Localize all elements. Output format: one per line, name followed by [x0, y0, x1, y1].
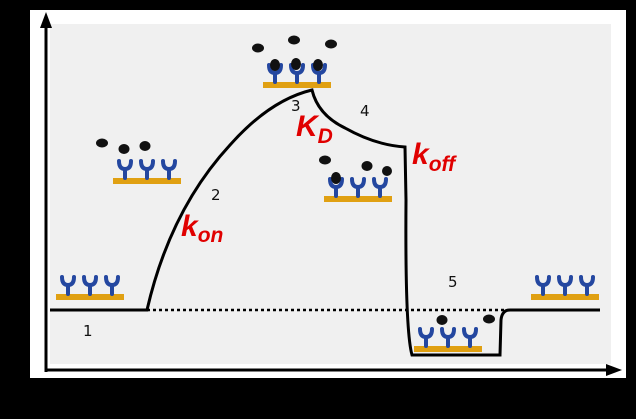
kd-label: KD	[296, 110, 333, 148]
stage-label-4: 4	[360, 102, 370, 120]
analyte-molecules	[96, 35, 495, 325]
stage-label-5: 5	[448, 273, 458, 291]
koff-label: koff	[412, 138, 457, 176]
stage-label-1: 1	[83, 322, 93, 340]
x-axis-arrow-icon	[606, 364, 622, 376]
kon-label: kon	[181, 210, 223, 247]
stage-label-3: 3	[291, 97, 301, 115]
sensorgram-curve	[50, 88, 600, 357]
stage-label-2: 2	[211, 186, 221, 204]
x-axis	[46, 364, 622, 376]
y-axis	[40, 12, 52, 372]
plot-area	[50, 24, 611, 364]
y-axis-arrow-icon	[40, 12, 52, 28]
